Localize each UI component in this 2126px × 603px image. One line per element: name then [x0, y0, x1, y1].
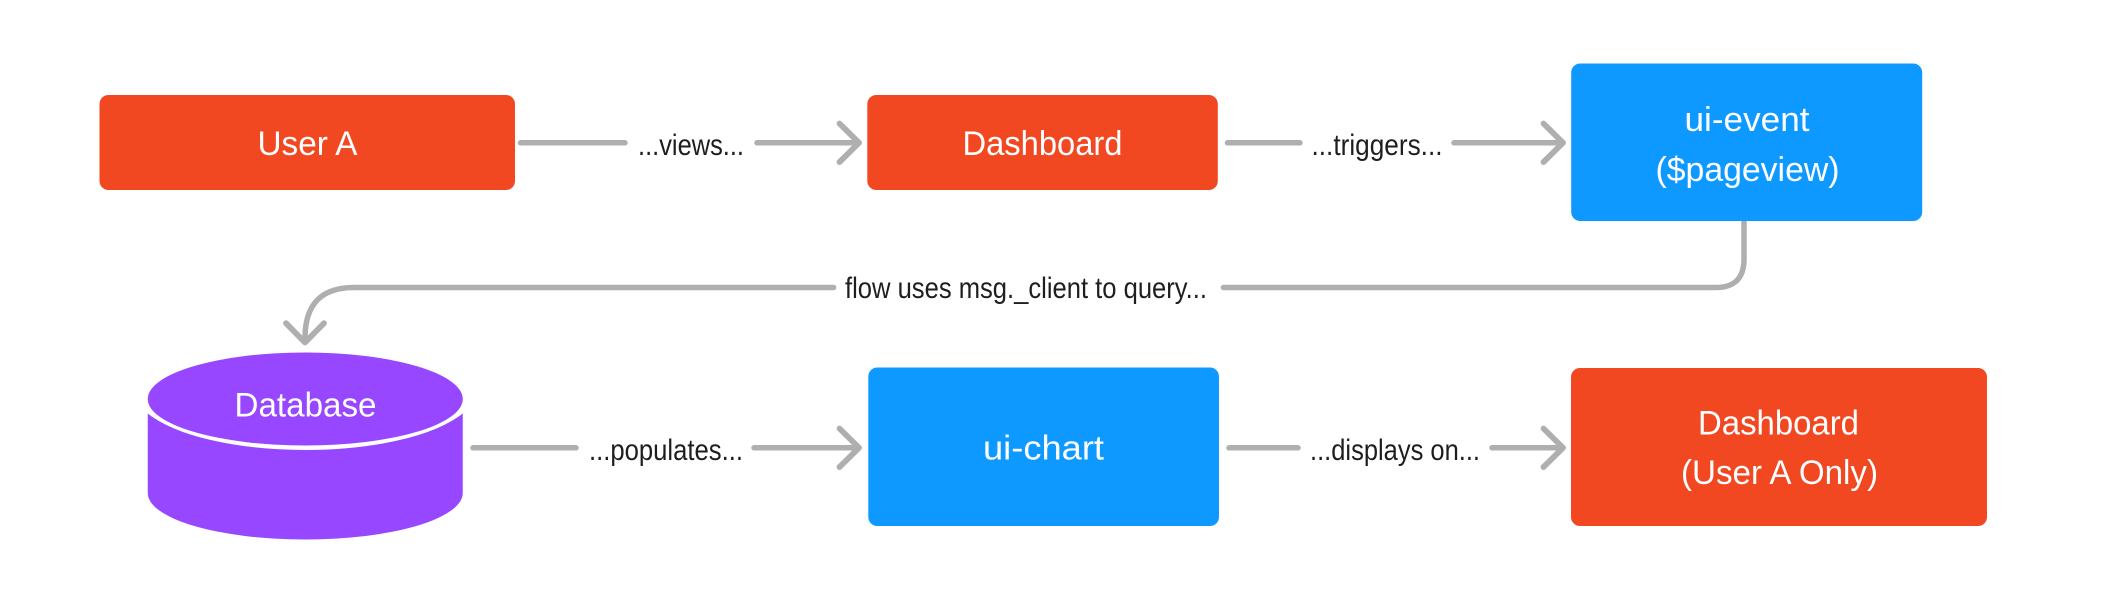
- svg-text:...populates...: ...populates...: [589, 434, 743, 467]
- svg-text:...views...: ...views...: [638, 129, 744, 162]
- svg-text:...triggers...: ...triggers...: [1312, 129, 1443, 162]
- svg-text:Dashboard: Dashboard: [963, 125, 1123, 163]
- svg-text:flow uses msg._client to query: flow uses msg._client to query...: [845, 272, 1207, 305]
- svg-text:(User A Only): (User A Only): [1681, 454, 1878, 492]
- svg-text:ui-event: ui-event: [1685, 101, 1811, 139]
- svg-text:($pageview): ($pageview): [1656, 151, 1840, 189]
- svg-text:Dashboard: Dashboard: [1698, 405, 1859, 443]
- svg-text:User A: User A: [258, 125, 358, 163]
- svg-text:ui-chart: ui-chart: [983, 430, 1105, 468]
- svg-text:Database: Database: [235, 387, 377, 425]
- svg-text:...displays on...: ...displays on...: [1310, 434, 1480, 467]
